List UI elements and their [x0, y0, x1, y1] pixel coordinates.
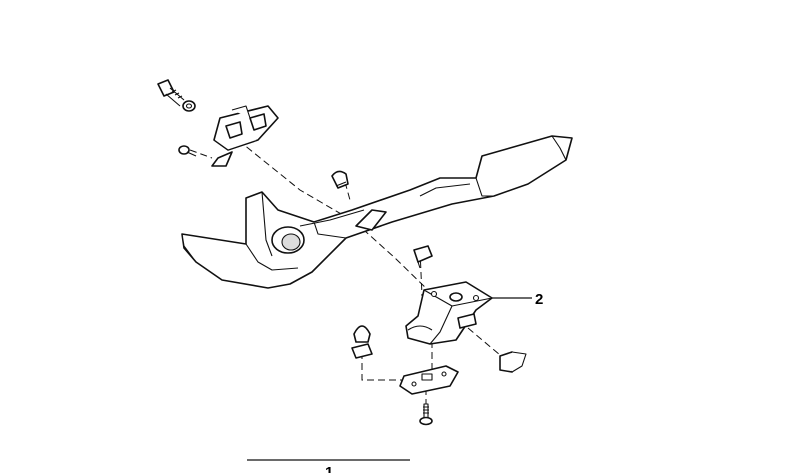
bolt-with-washer [157, 79, 196, 112]
bottom-screw [419, 403, 433, 426]
callout-1: 1 [247, 459, 410, 473]
tunnel-bracket [181, 135, 573, 289]
callout-2-label: 2 [535, 291, 543, 308]
thumb-nut [499, 351, 527, 373]
holder-part-2 [405, 281, 493, 345]
mounting-plate [399, 365, 459, 395]
expanding-rivet [351, 325, 373, 359]
mounting-bracket [211, 105, 279, 167]
small-screw [178, 145, 197, 157]
clip-small [413, 245, 433, 269]
callout-1-label: 1 [325, 464, 333, 473]
callout-2: 2 [492, 291, 543, 308]
push-clip-center [331, 170, 349, 189]
